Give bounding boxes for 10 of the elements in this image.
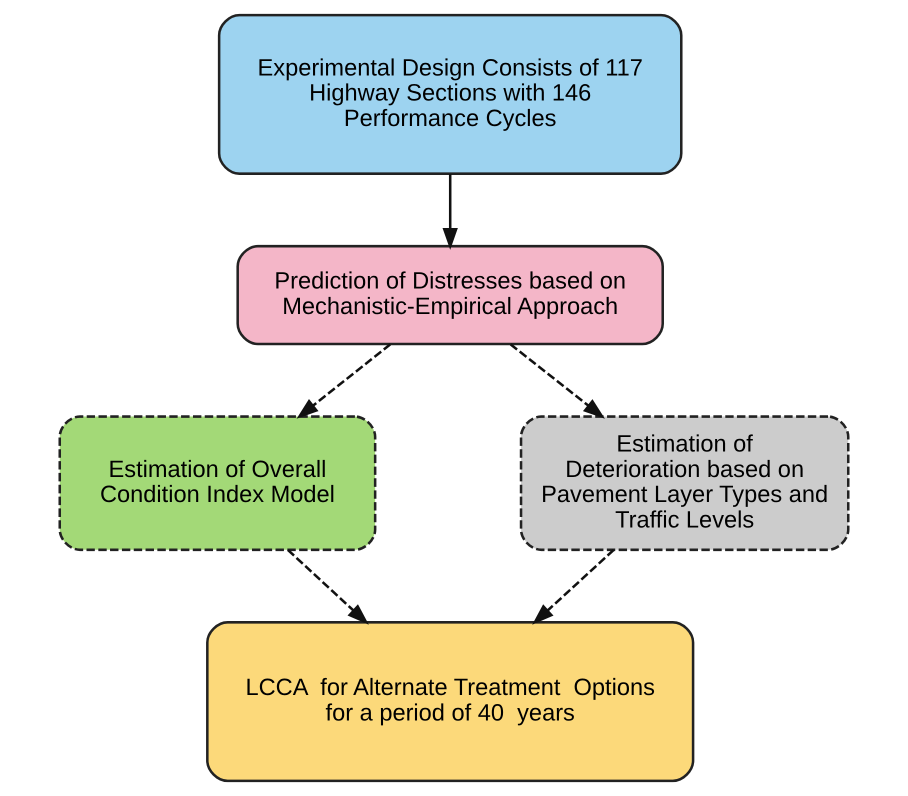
node-box: Estimation of Deterioration based on Pavement Layer Types and Traffic Levels [520, 415, 850, 552]
arrow [287, 549, 369, 625]
node-box: Prediction of Distresses based on Mechanistic-Empirical Approach [236, 244, 664, 346]
arrow [442, 174, 458, 250]
node-box: Estimation of Overall Condition Index Model [58, 415, 376, 552]
node-box: LCCA for Alternate Treatment Options for a period of 40 years [206, 621, 694, 782]
node-box: Experimental Design Consists of 117 Highway Sections with 146 Performance Cycles [218, 14, 683, 175]
arrow [532, 549, 615, 625]
arrow [510, 343, 605, 419]
arrow [296, 343, 392, 419]
